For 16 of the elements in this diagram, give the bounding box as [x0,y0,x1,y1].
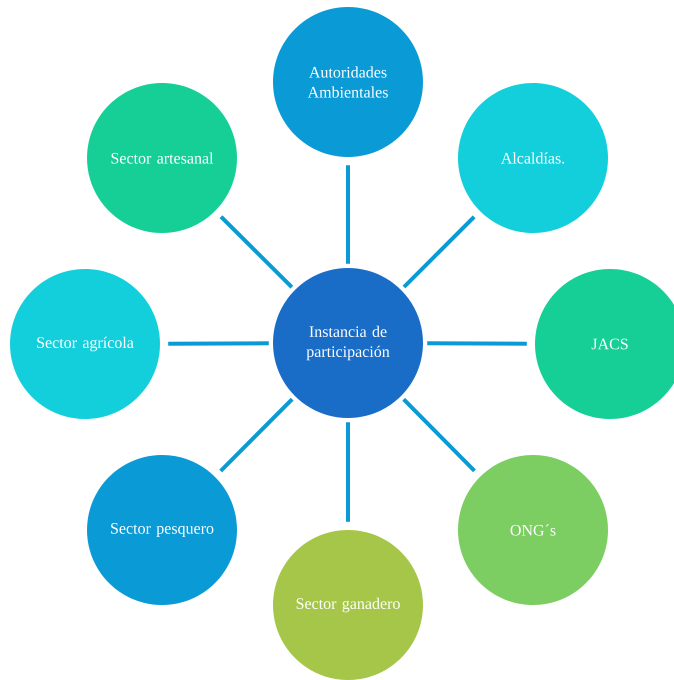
connector-line [402,215,476,288]
circle-node: Autoridades Ambientales [273,7,423,157]
circle-node: Sector ganadero [273,530,423,680]
connector-line [346,422,350,522]
connector-line [219,398,294,472]
connector-line [220,215,294,289]
connector-line [168,341,269,346]
circle-node: ONG´s [458,455,608,605]
circle-node: Sector artesanal [87,83,237,233]
circle-node: Sector agrícola [10,269,160,419]
connector-line [427,341,527,346]
circle-node: Instancia de participación [273,268,423,418]
circle-node: Alcaldías. [458,83,608,233]
circle-node: Sector pesquero [87,455,237,605]
connector-line [346,165,350,264]
connector-line [402,398,476,472]
